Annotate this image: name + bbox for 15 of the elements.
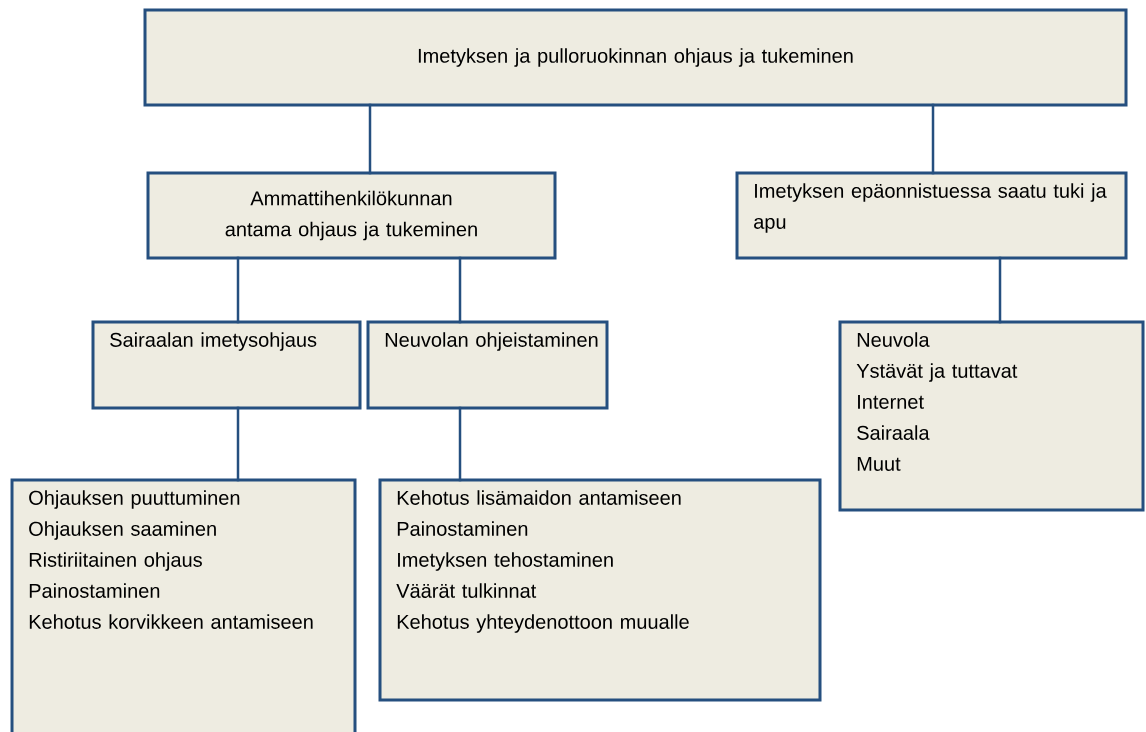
connector-line bbox=[236, 256, 240, 324]
list-box: Kehotus lisämaidon antamiseen Painostaminen Imetyksen tehostaminen Väärät tulkinnat Kehotus yhteydenottoon muualle bbox=[378, 478, 822, 702]
connector-line bbox=[931, 103, 935, 175]
connector-line bbox=[458, 256, 462, 324]
subcategory-box: Neuvolan ohjeistaminen bbox=[366, 320, 609, 410]
subcategory-box: Sairaalan imetysohjaus bbox=[91, 320, 362, 410]
connector-line bbox=[368, 103, 372, 175]
category-box: Ammattihenkilökunnan antama ohjaus ja tukeminen bbox=[146, 171, 557, 260]
list-box: Neuvola Ystävät ja tuttavat Internet Sairaala Muut bbox=[838, 320, 1145, 512]
title-box: Imetyksen ja pulloruokinnan ohjaus ja tukeminen bbox=[143, 8, 1128, 107]
connector-line bbox=[998, 256, 1002, 324]
category-box: Imetyksen epäonnistuessa saatu tuki ja apu bbox=[735, 171, 1128, 260]
connector-line bbox=[458, 406, 462, 482]
list-box: Ohjauksen puuttuminen Ohjauksen saaminen Ristiriitainen ohjaus Painostaminen Kehotus korvikkeen antamiseen bbox=[10, 478, 357, 732]
connector-line bbox=[236, 406, 240, 482]
